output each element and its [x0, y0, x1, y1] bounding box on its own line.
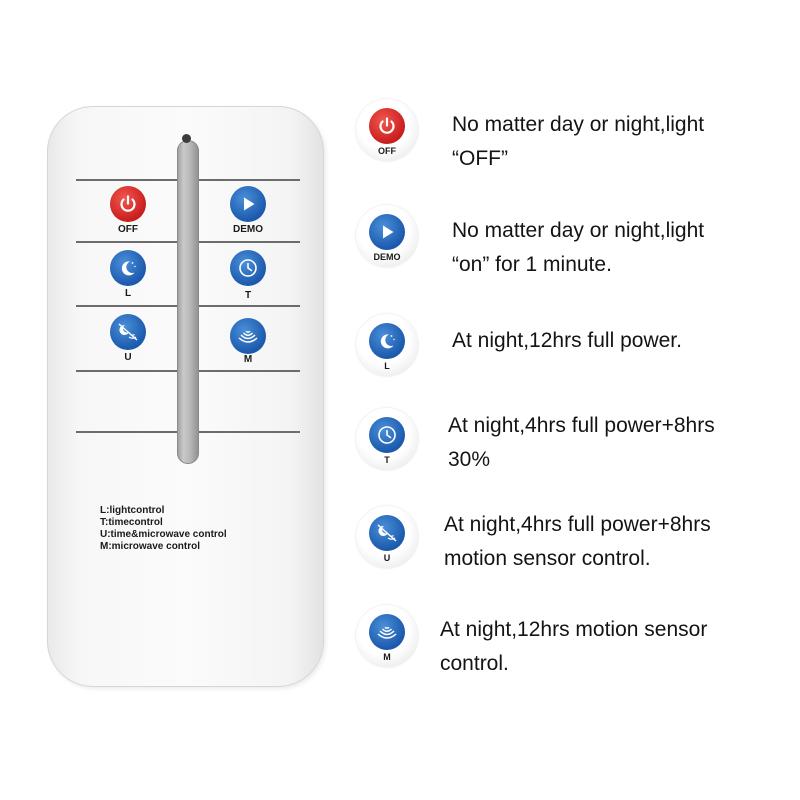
mode-u-description: At night,4hrs full power+8hrs motion sen… [444, 513, 711, 570]
mode-demo-label: DEMO [373, 252, 401, 262]
clock-icon [374, 422, 400, 448]
legend-line: M:microwave control [100, 541, 201, 552]
mode-t-label: T [384, 455, 390, 465]
mode-u-label: U [383, 553, 391, 563]
mode-m-label: M [383, 652, 391, 662]
wave-icon [374, 619, 400, 645]
moon-icon [374, 328, 400, 354]
m-button[interactable] [230, 318, 266, 354]
mode-l-description: At night,12hrs full power. [452, 329, 682, 352]
mode-off-button: OFF [356, 99, 418, 161]
clock-icon [235, 255, 261, 281]
play-icon [235, 191, 261, 217]
mode-m-button: M [356, 605, 418, 667]
moon-wave-icon [374, 520, 400, 546]
mode-off-label: OFF [378, 146, 396, 156]
t-button[interactable] [230, 250, 266, 286]
mode-m-description: At night,12hrs motion sensor control. [440, 618, 708, 675]
mode-demo-description: No matter day or night,light “on” for 1 … [452, 219, 705, 276]
demo-button[interactable] [230, 186, 266, 222]
mode-u-button: U [356, 506, 418, 568]
demo-button-label: DEMO [233, 224, 263, 235]
legend-line: U:time&microwave control [100, 529, 227, 540]
u-button[interactable] [110, 314, 146, 350]
slider-track[interactable] [177, 140, 199, 464]
indicator-led [182, 134, 191, 143]
mode-l-label: L [384, 361, 390, 371]
mode-t-description: At night,4hrs full power+8hrs 30% [448, 414, 715, 471]
t-button-label: T [244, 290, 252, 301]
mode-l-button: L [356, 314, 418, 376]
mode-t-button: T [356, 408, 418, 470]
power-icon [115, 191, 141, 217]
off-button[interactable] [110, 186, 146, 222]
power-icon [374, 113, 400, 139]
moon-wave-icon [115, 319, 141, 345]
mode-demo-button: DEMO [356, 205, 418, 267]
legend-line: T:timecontrol [100, 517, 163, 528]
legend-line: L:lightcontrol [100, 505, 165, 516]
moon-icon [115, 255, 141, 281]
mode-off-description: No matter day or night,light “OFF” [452, 113, 705, 170]
u-button-label: U [124, 352, 132, 363]
play-icon [374, 219, 400, 245]
l-button[interactable] [110, 250, 146, 286]
l-button-label: L [124, 288, 132, 299]
off-button-label: OFF [118, 224, 138, 235]
button-legend: L:lightcontrol T:timecontrol U:time&micr… [100, 505, 227, 553]
m-button-label: M [243, 354, 253, 365]
wave-icon [235, 323, 261, 349]
